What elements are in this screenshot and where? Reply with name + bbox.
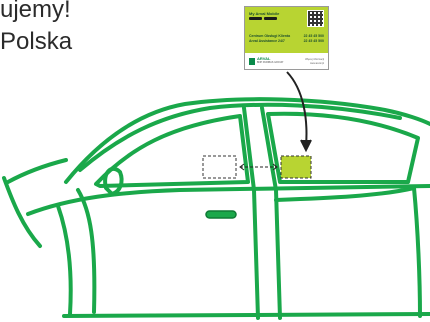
sticker-phone-1: 22 45 45 500 [304,34,324,38]
arval-logo: ARVAL BNP PARIBAS GROUP [249,57,283,65]
sticker-center-line-1: Centrum Obsługi Klienta [249,34,290,38]
logo-tagline: BNP PARIBAS GROUP [257,61,283,65]
sticker-phone-2: 22 45 45 500 [304,39,324,43]
car-rocker [64,314,430,316]
qr-code-icon [307,10,324,27]
arval-logo-text: ARVAL BNP PARIBAS GROUP [257,57,283,65]
car-front-window [96,116,248,186]
door-handle [206,211,236,218]
car-rear-right [414,188,420,316]
sticker-footnote: Więcej informacji www.arval.pl [305,58,324,65]
sticker-new-position [281,156,311,178]
footnote-line-2: www.arval.pl [310,62,324,65]
sticker-original-position [203,156,236,178]
sticker-center-line-2: Arval Assistance 24/7 [249,39,285,43]
car-mirror [105,169,121,194]
sticker-title: My Arval Mobile [249,11,279,16]
app-store-badge [249,17,262,20]
car-door-front-top [78,190,94,312]
car-b-pillar-1 [244,108,258,318]
sticker-center-text: Centrum Obsługi Klienta Arval Assistance… [249,34,290,44]
arrow-down-icon [287,72,311,150]
arval-logo-mark [249,58,255,65]
sticker-phones: 22 45 45 500 22 45 45 500 [304,34,324,44]
arval-sticker: My Arval Mobile Centrum Obsługi Klienta … [244,6,329,70]
car-hood-line [8,160,66,182]
car-door-front-side [58,206,71,314]
google-play-badge [264,17,277,20]
